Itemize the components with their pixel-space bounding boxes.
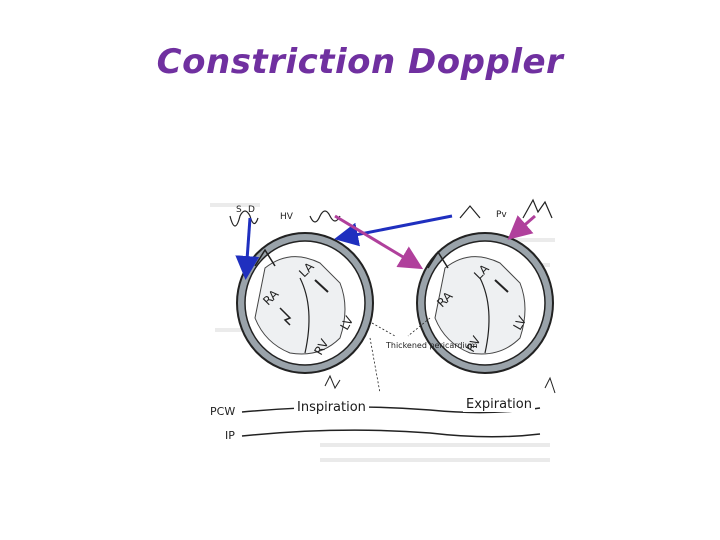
- right-lower-wave: [545, 378, 555, 393]
- inspiration-label: Inspiration: [294, 400, 369, 415]
- hv-waveform: S D HV: [230, 205, 340, 226]
- slide-title: Constriction Doppler: [0, 42, 720, 82]
- hv-d-label: D: [248, 205, 255, 215]
- pcw-label: PCW: [210, 405, 235, 418]
- hv-label: HV: [280, 212, 294, 222]
- pv-waveform: Pv: [460, 200, 552, 220]
- hv-s-label: S: [236, 205, 242, 215]
- left-lower-wave: [325, 376, 340, 388]
- pericardium-pointer: [370, 338, 380, 393]
- blue-arrow-pv-to-la: [340, 216, 452, 238]
- constriction-doppler-figure: S D HV Pv LA RA LV RV: [190, 188, 565, 478]
- right-heart: LA RA LV RV: [417, 233, 553, 373]
- left-heart: LA RA LV RV: [237, 233, 373, 373]
- heart-diagram: S D HV Pv LA RA LV RV: [190, 188, 565, 478]
- pericardium-label: Thickened pericardium: [385, 341, 478, 350]
- ip-trace: [242, 430, 540, 437]
- pv-label: Pv: [496, 210, 507, 220]
- ip-label: IP: [225, 429, 235, 442]
- expiration-label: Expiration: [463, 397, 535, 412]
- magenta-arrow-pv-to-la: [512, 216, 535, 236]
